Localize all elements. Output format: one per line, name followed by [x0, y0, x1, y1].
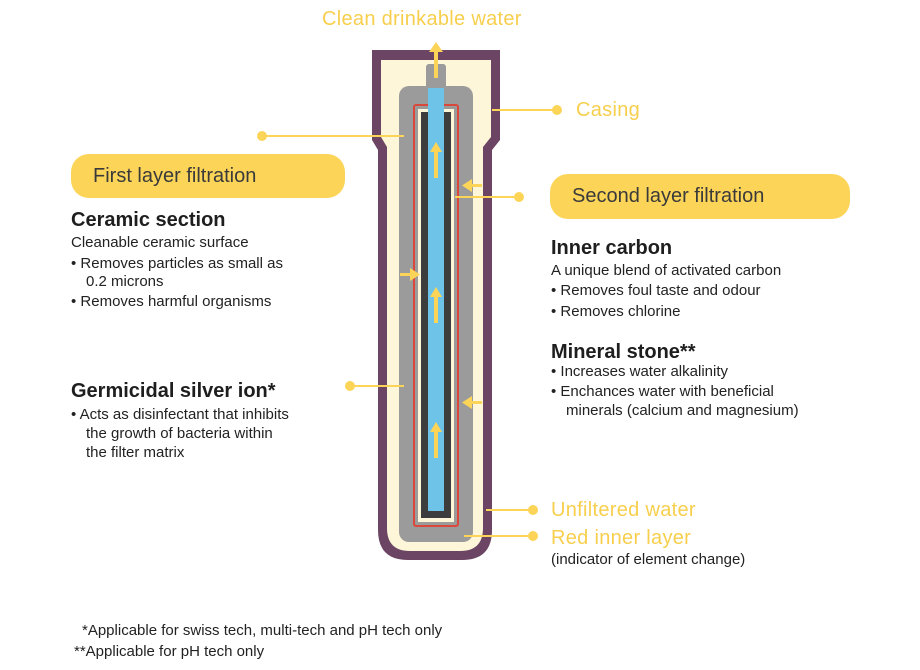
- footnote-double-asterisk: **Applicable for pH tech only: [74, 643, 265, 660]
- flow-arrows: [400, 42, 482, 458]
- casing-label: Casing: [576, 99, 641, 121]
- ceramic-title: Ceramic section: [71, 209, 226, 231]
- red-inner-layer-label: Red inner layer: [551, 527, 692, 549]
- mineral-stone-bullet-1: • Increases water alkalinity: [551, 363, 728, 380]
- silver-ion-line-1: • Acts as disinfectant that inhibits: [71, 406, 289, 423]
- ceramic-bullet-1-line-1: • Removes particles as small as: [71, 255, 283, 272]
- silver-ion-line-2: the growth of bacteria within: [86, 425, 273, 442]
- red-inner-layer-note: (indicator of element change): [551, 551, 746, 568]
- inner-carbon-subtitle: A unique blend of activated carbon: [551, 262, 782, 279]
- inner-carbon-bullet-2: • Removes chlorine: [551, 303, 681, 320]
- leader-lines: [257, 105, 562, 541]
- ceramic-subtitle: Cleanable ceramic surface: [71, 234, 249, 251]
- inner-carbon-title: Inner carbon: [551, 237, 673, 259]
- inner-carbon-bullet-1: • Removes foul taste and odour: [551, 282, 761, 299]
- mineral-stone-bullet-2-line-2: minerals (calcium and magnesium): [566, 402, 799, 419]
- unfiltered-water-label: Unfiltered water: [551, 499, 696, 521]
- ceramic-bullet-2: • Removes harmful organisms: [71, 293, 272, 310]
- mineral-stone-bullet-2-line-1: • Enchances water with beneficial: [551, 383, 774, 400]
- first-layer-pill: First layer filtration: [71, 154, 345, 198]
- mineral-stone-title: Mineral stone**: [551, 341, 696, 363]
- clean-water-label: Clean drinkable water: [322, 8, 522, 30]
- second-layer-pill: Second layer filtration: [550, 174, 850, 219]
- silver-ion-line-3: the filter matrix: [86, 444, 185, 461]
- silver-ion-title: Germicidal silver ion*: [71, 380, 276, 402]
- footnote-single-asterisk: *Applicable for swiss tech, multi-tech a…: [82, 622, 443, 639]
- ceramic-bullet-1-line-2: 0.2 microns: [86, 273, 164, 290]
